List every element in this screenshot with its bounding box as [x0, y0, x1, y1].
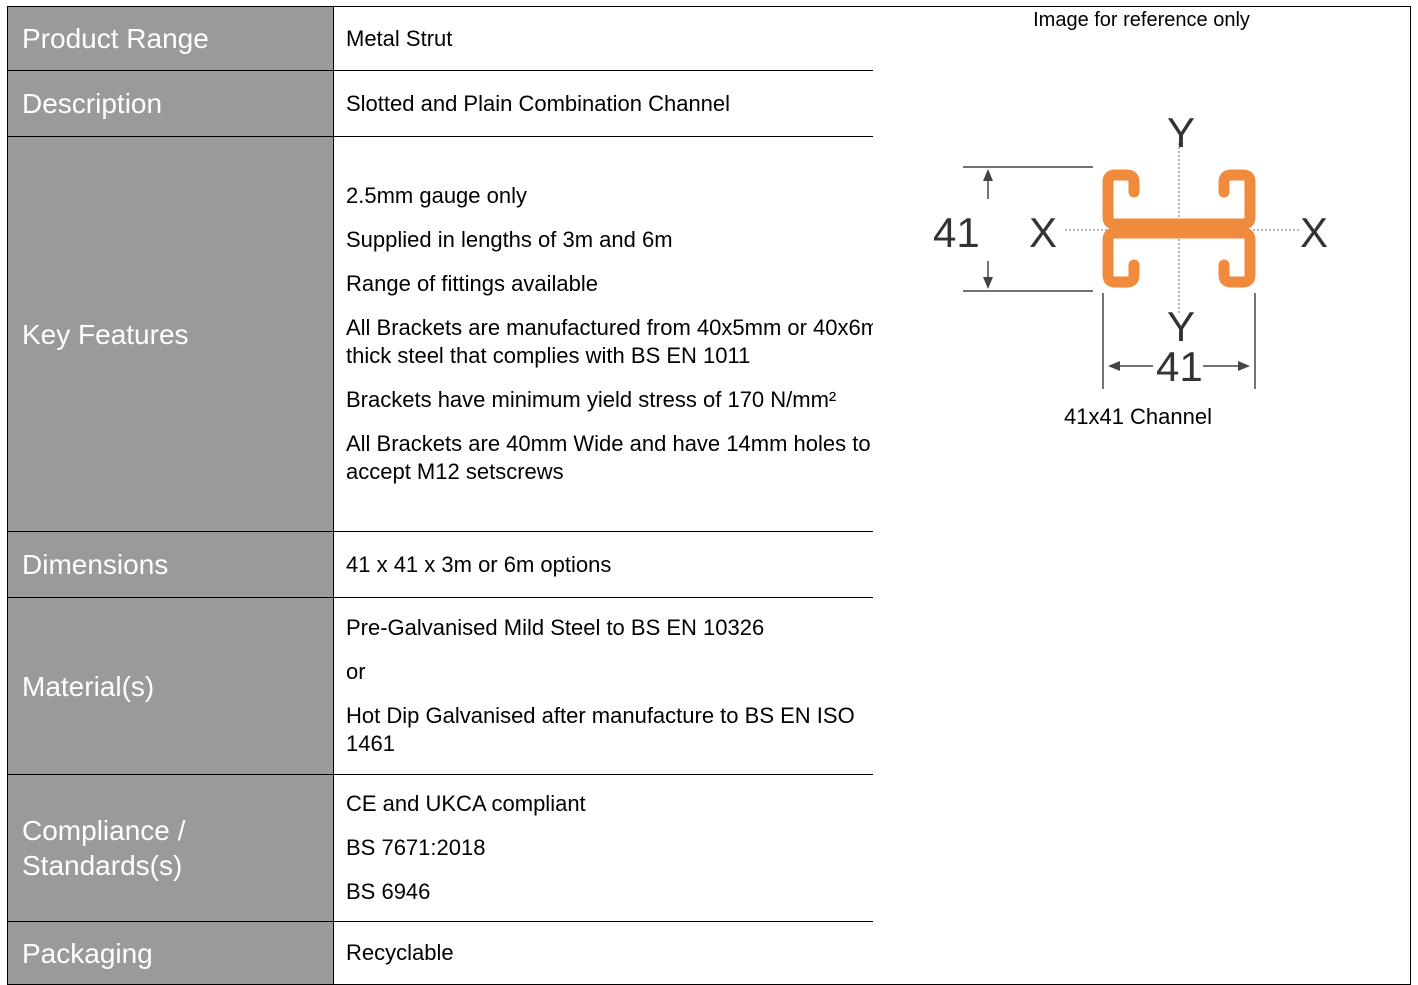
row-value: Slotted and Plain Combination Channel	[333, 70, 909, 137]
row-value: 41 x 41 x 3m or 6m options	[333, 531, 909, 598]
row-label: Material(s)	[7, 597, 334, 775]
spec-row-product-range: Product Range Metal Strut	[7, 6, 909, 71]
value-line: or	[346, 659, 366, 684]
height-dimension-label: 41	[933, 209, 980, 256]
value-line: Hot Dip Galvanised after manufacture to …	[346, 703, 855, 756]
dimension-arrows	[983, 169, 1250, 371]
spec-row-description: Description Slotted and Plain Combinatio…	[7, 70, 909, 137]
diagram-caption: 41x41 Channel	[1063, 404, 1212, 429]
value-line: Pre-Galvanised Mild Steel to BS EN 10326	[346, 615, 765, 640]
reference-note: Image for reference only	[1033, 9, 1250, 31]
lower-channel-profile	[1102, 227, 1256, 288]
spec-row-compliance: Compliance / Standards(s) CE and UKCA co…	[7, 774, 909, 922]
row-value: 2.5mm gauge only Supplied in lengths of …	[333, 136, 909, 532]
value-line: 41 x 41 x 3m or 6m options	[346, 551, 612, 577]
value-line: Supplied in lengths of 3m and 6m	[346, 227, 673, 252]
row-value: Pre-Galvanised Mild Steel to BS EN 10326…	[333, 597, 909, 775]
row-label: Compliance / Standards(s)	[7, 774, 334, 922]
value-line: Recyclable	[346, 940, 454, 965]
value-line: Brackets have minimum yield stress of 17…	[346, 387, 837, 412]
value-line: Range of fittings available	[346, 271, 598, 296]
axis-y-label-bottom: Y	[1167, 303, 1195, 350]
spec-row-dimensions: Dimensions 41 x 41 x 3m or 6m options	[7, 531, 909, 598]
image-panel: Image for reference only	[873, 6, 1411, 985]
arrow-right	[1238, 361, 1250, 371]
value-line: 2.5mm gauge only	[346, 183, 527, 208]
value-line: BS 6946	[346, 879, 431, 904]
upper-channel-profile	[1102, 169, 1256, 230]
channel-profile	[1102, 169, 1256, 288]
row-label: Packaging	[7, 921, 334, 985]
row-value: Metal Strut	[333, 6, 909, 71]
spec-row-packaging: Packaging Recyclable	[7, 921, 909, 985]
channel-cross-section-diagram: 41 X X Y Y 41	[933, 109, 1328, 390]
row-label: Key Features	[7, 136, 334, 532]
arrow-up	[983, 169, 993, 181]
value-line: All Brackets are 40mm Wide and have 14mm…	[346, 431, 871, 484]
spec-table: Product Range Metal Strut Description Sl…	[7, 6, 909, 985]
value-line: BS 7671:2018	[346, 835, 486, 860]
diagram-labels: 41 X X Y Y 41	[933, 109, 1328, 390]
axis-x-label-right: X	[1300, 209, 1328, 256]
arrow-down	[983, 277, 993, 289]
spec-row-key-features: Key Features 2.5mm gauge only Supplied i…	[7, 136, 909, 532]
row-value: Recyclable	[333, 921, 909, 985]
value-line: Metal Strut	[346, 25, 453, 51]
value-line: CE and UKCA compliant	[346, 791, 586, 816]
row-label: Product Range	[7, 6, 334, 71]
row-value: CE and UKCA compliant BS 7671:2018 BS 69…	[333, 774, 909, 922]
axis-x-label-left: X	[1029, 209, 1057, 256]
width-dimension-label: 41	[1156, 343, 1203, 390]
arrow-left	[1108, 361, 1120, 371]
row-label: Dimensions	[7, 531, 334, 598]
row-label: Description	[7, 70, 334, 137]
spec-row-materials: Material(s) Pre-Galvanised Mild Steel to…	[7, 597, 909, 775]
value-line: Slotted and Plain Combination Channel	[346, 90, 731, 116]
value-line: All Brackets are manufactured from 40x5m…	[346, 315, 898, 368]
spec-sheet: Product Range Metal Strut Description Sl…	[7, 6, 1411, 985]
axis-y-label-top: Y	[1167, 109, 1195, 156]
